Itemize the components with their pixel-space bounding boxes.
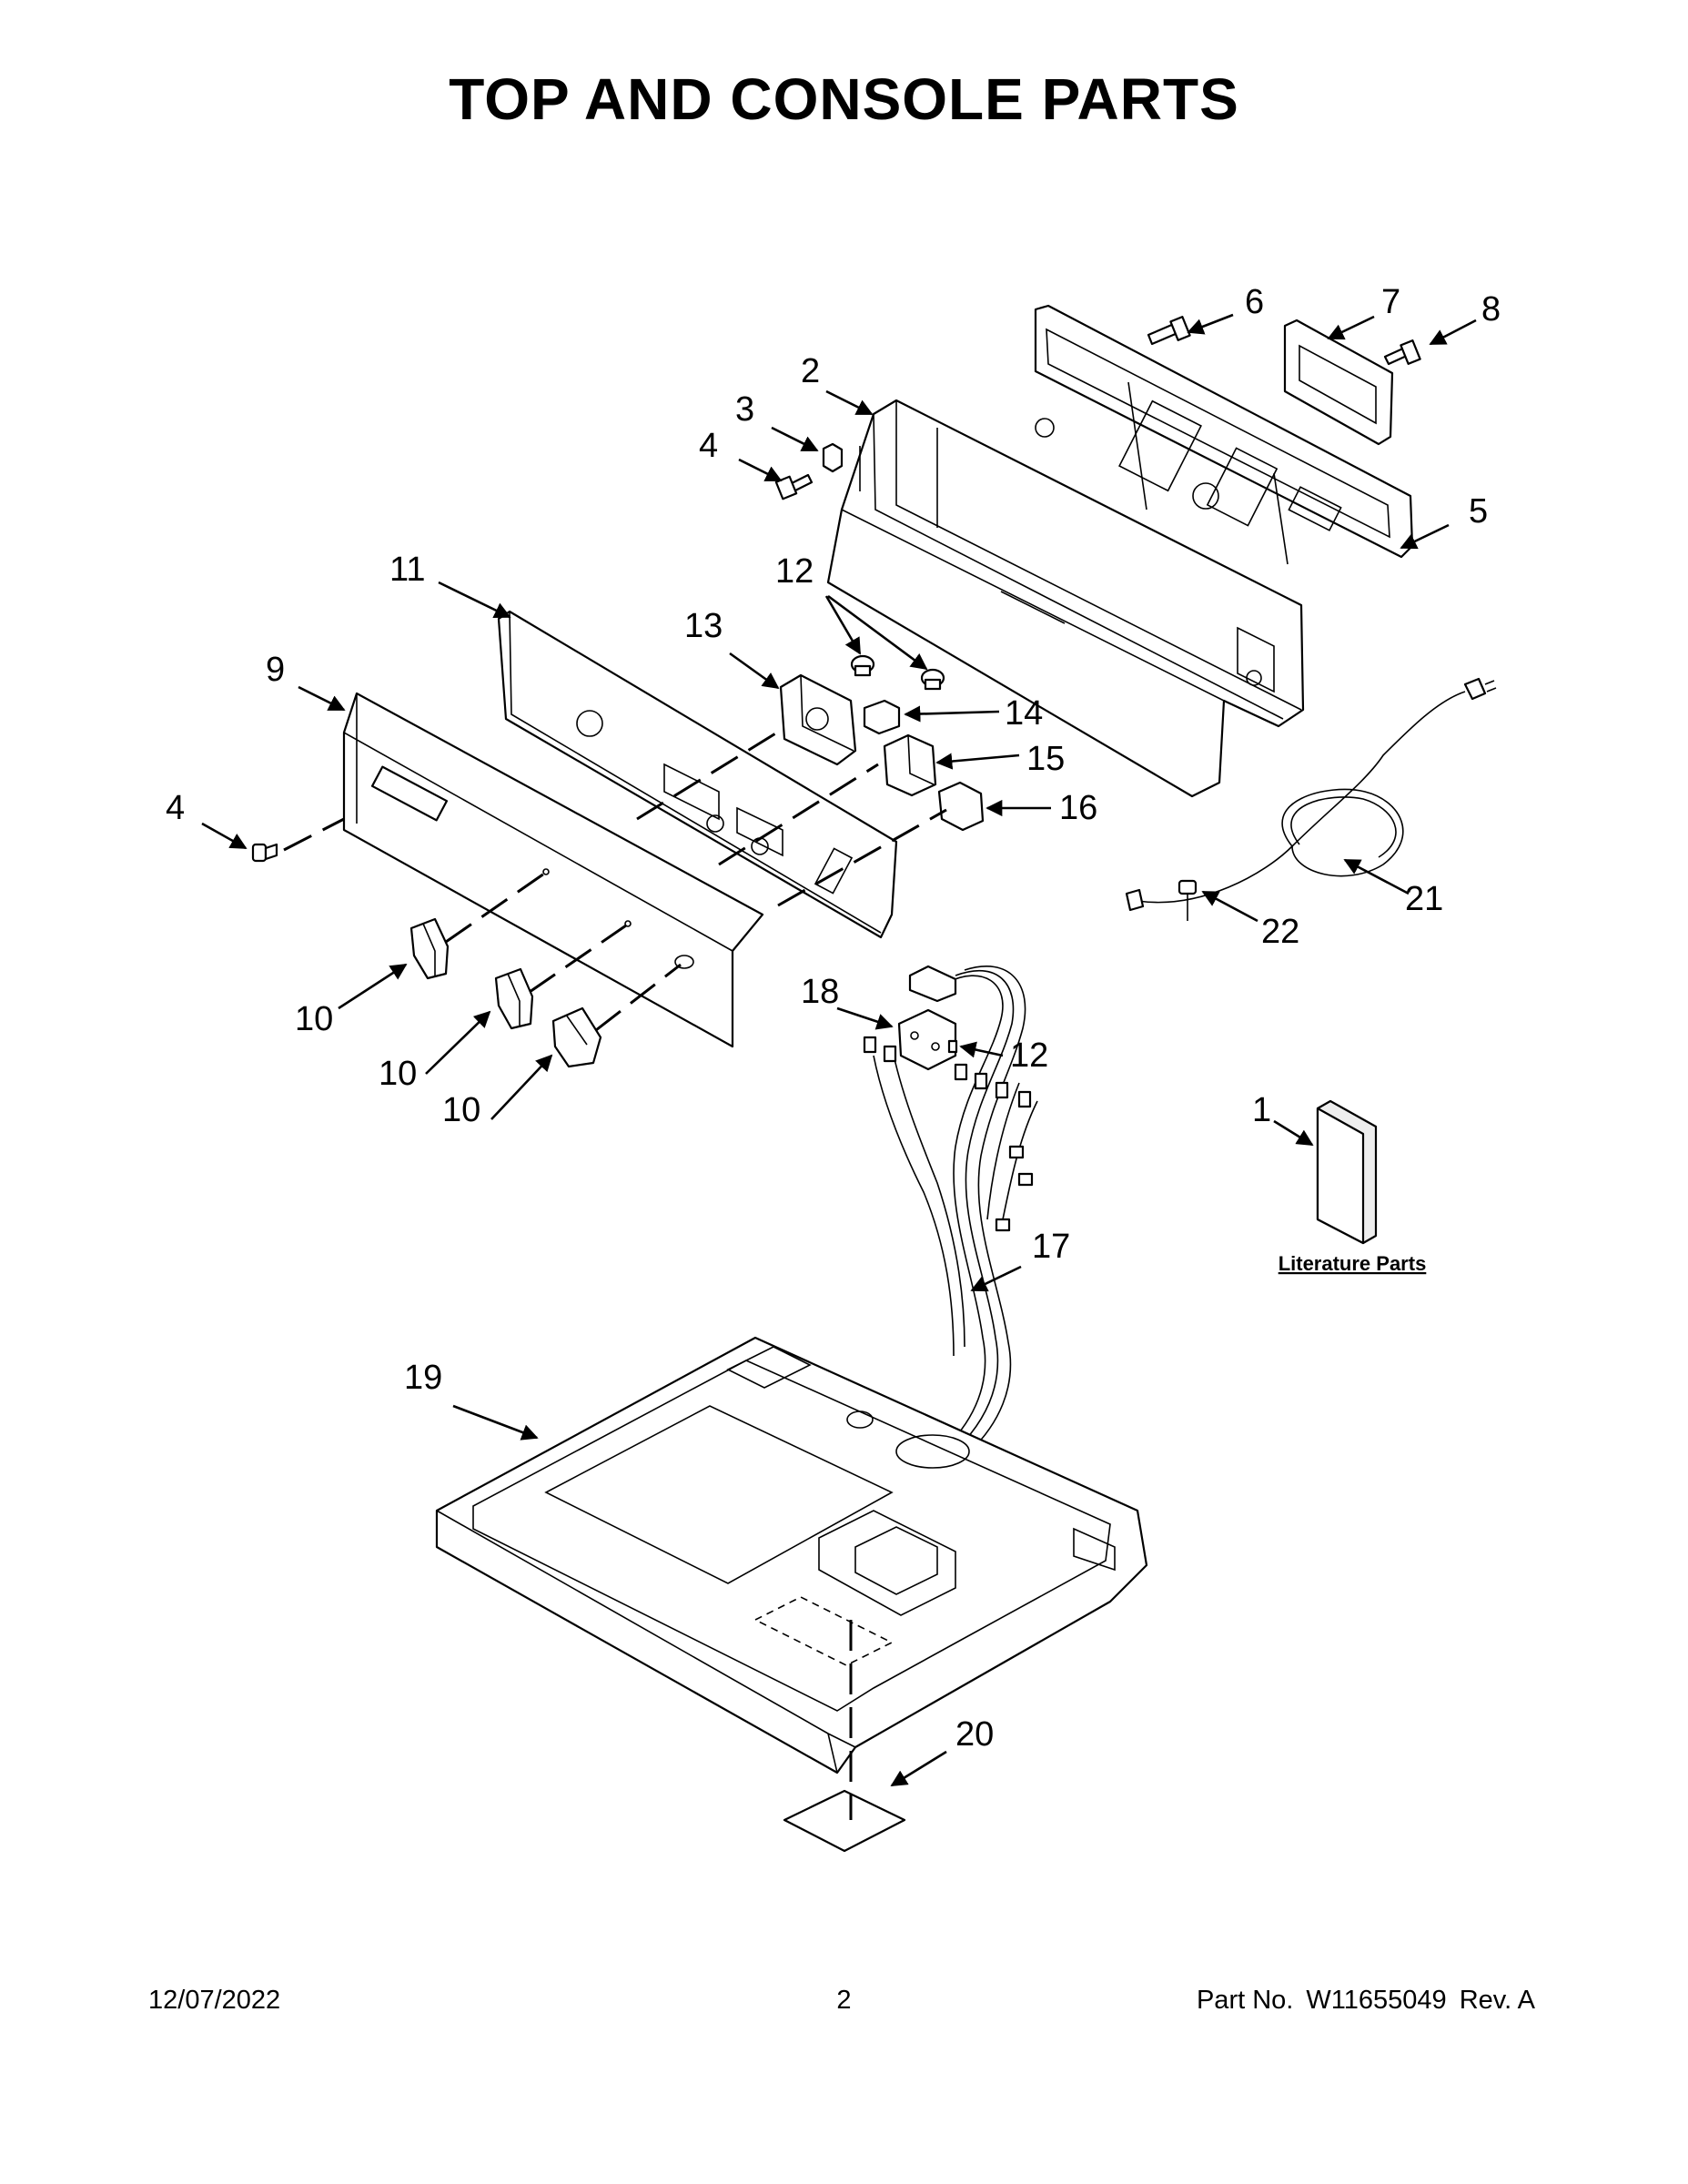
callout-22: 22 <box>1261 913 1299 951</box>
footer-part-label: Part No. <box>1196 1986 1294 2015</box>
literature-parts-book <box>1316 1099 1378 1245</box>
screw-8 <box>1383 339 1421 366</box>
screw-22 <box>1178 879 1198 921</box>
callout-4-top: 4 <box>699 427 718 465</box>
callout-3: 3 <box>735 390 754 429</box>
small-knob-12-left <box>850 654 875 677</box>
callout-10-middle: 10 <box>379 1055 417 1093</box>
callout-12-board: 12 <box>1010 1036 1048 1075</box>
callout-7: 7 <box>1381 283 1400 321</box>
timer-13 <box>779 673 857 766</box>
callout-10-upper: 10 <box>295 1000 333 1038</box>
console-panel-11 <box>497 610 898 939</box>
wire-harness-17 <box>863 965 1038 1452</box>
callout-17: 17 <box>1032 1228 1070 1266</box>
callout-12-top: 12 <box>775 552 814 591</box>
callout-8: 8 <box>1481 290 1501 329</box>
callout-13: 13 <box>684 607 723 645</box>
callout-11: 11 <box>389 551 425 589</box>
callout-labels: 1 2 3 4 4 5 6 7 8 9 10 10 10 11 12 12 13… <box>166 283 1501 1754</box>
console-front-panel-9 <box>342 692 764 1048</box>
footer-revision: Rev. A <box>1459 1986 1535 2015</box>
literature-parts-label: Literature Parts <box>1279 1252 1427 1275</box>
washer-top-19 <box>435 1336 1148 1774</box>
knob-10-lower <box>551 1006 602 1068</box>
callout-5: 5 <box>1469 492 1488 531</box>
footer-part-number: W11655049 <box>1306 1986 1447 2015</box>
screw-4-left <box>251 843 278 863</box>
switch-16 <box>937 781 985 832</box>
switch-15 <box>883 733 937 797</box>
callout-19: 19 <box>404 1359 442 1397</box>
callout-6: 6 <box>1245 283 1264 321</box>
screw-4-top <box>774 473 814 500</box>
callout-15: 15 <box>1026 740 1065 778</box>
footer-date: 12/07/2022 <box>148 1986 281 2015</box>
assembly-lines <box>283 726 947 1820</box>
callout-9: 9 <box>266 651 285 689</box>
console-housing <box>826 399 1305 798</box>
small-knob-12-right <box>920 668 945 691</box>
callout-18: 18 <box>801 973 839 1011</box>
control-board-18 <box>897 1008 958 1071</box>
knob-10-middle <box>494 967 534 1030</box>
callout-4-left: 4 <box>166 789 185 827</box>
clip-3 <box>822 442 844 473</box>
footer-page-number: 2 <box>836 1986 852 2015</box>
label-20 <box>783 1789 906 1853</box>
footer-part-info: Part No. W11655049 Rev. A <box>1191 1986 1535 2016</box>
switch-14 <box>863 699 901 735</box>
callout-21: 21 <box>1405 880 1443 918</box>
bracket-7 <box>1283 318 1394 446</box>
callout-1: 1 <box>1252 1091 1271 1129</box>
callout-leaders <box>201 313 1477 1787</box>
callout-14: 14 <box>1005 694 1043 733</box>
page-title: TOP AND CONSOLE PARTS <box>449 66 1239 132</box>
power-cord-21 <box>1125 677 1497 912</box>
callout-10-lower: 10 <box>442 1091 480 1129</box>
screw-6 <box>1147 316 1191 346</box>
callout-20: 20 <box>955 1715 994 1754</box>
callout-2: 2 <box>801 352 820 390</box>
knob-10-upper <box>409 917 450 980</box>
callout-16: 16 <box>1059 789 1097 827</box>
